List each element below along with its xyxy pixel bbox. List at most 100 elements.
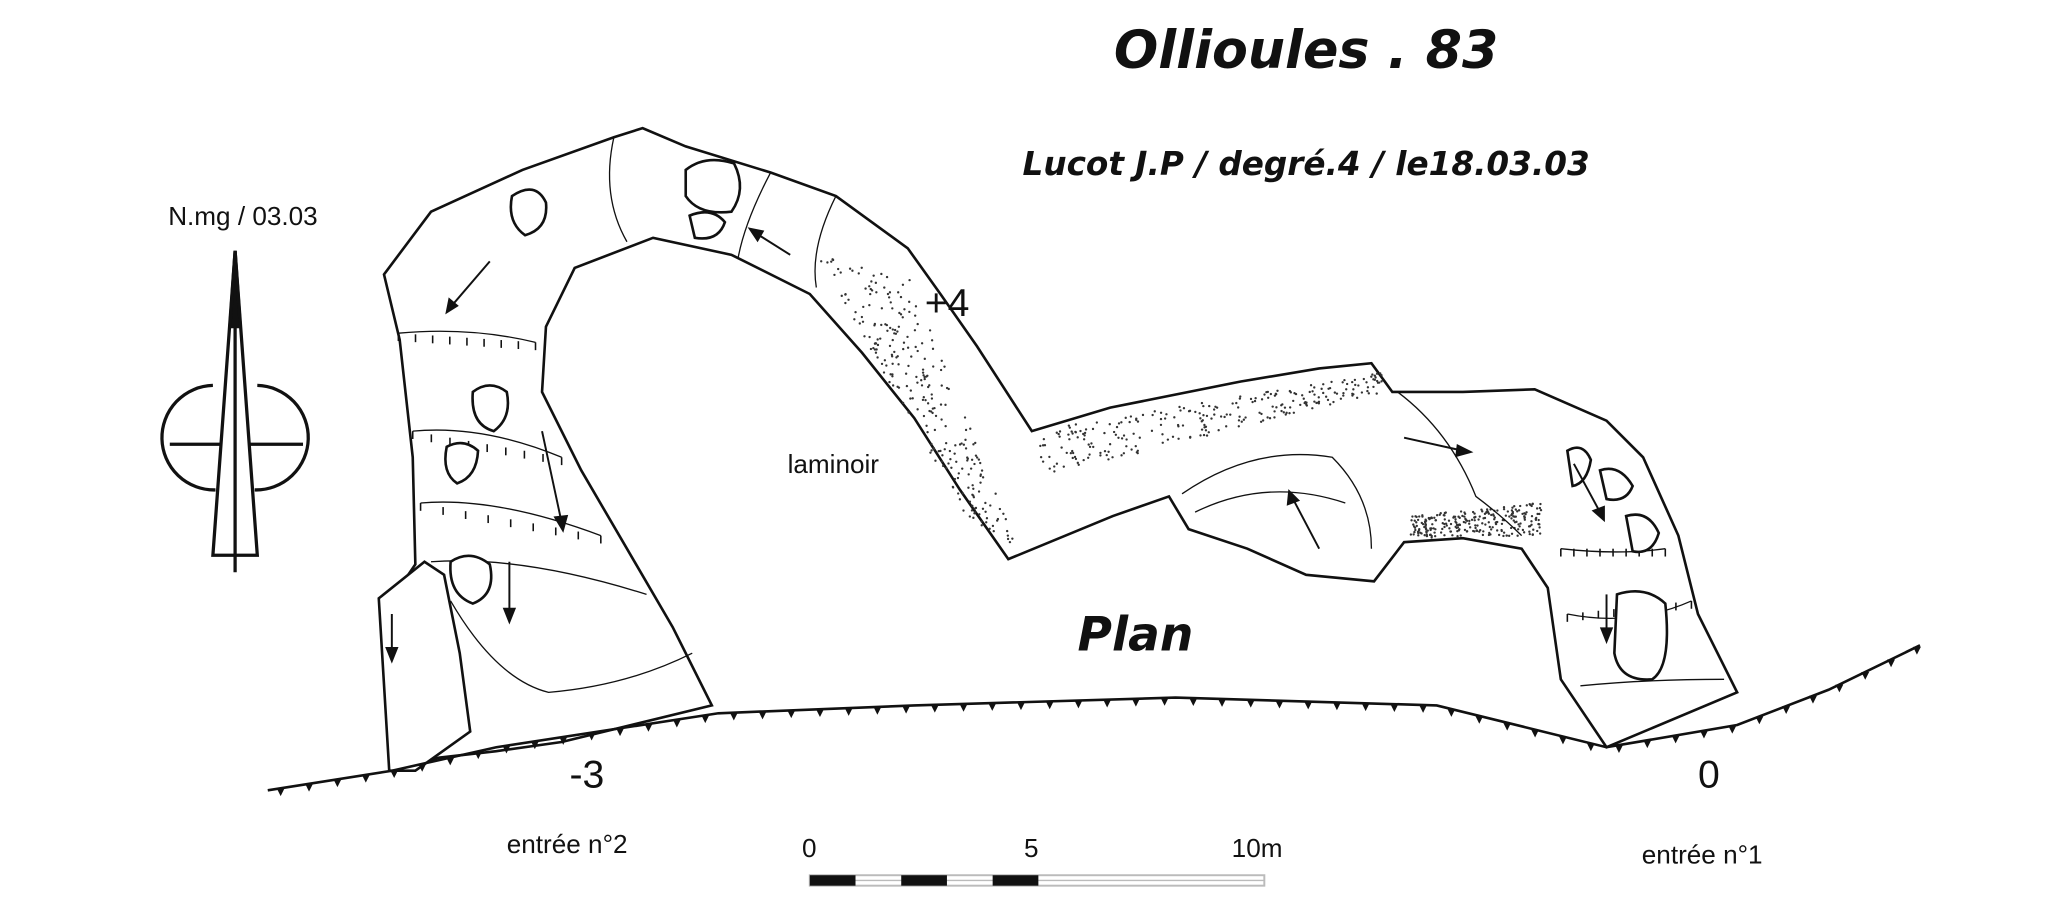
stipple-dot <box>934 459 937 462</box>
stipple-dot <box>1082 458 1085 462</box>
stipple-dot <box>1198 412 1201 415</box>
stipple-dot <box>862 305 865 309</box>
stipple-dot <box>977 490 981 493</box>
stipple-dot <box>1292 399 1295 403</box>
stipple-dot <box>1205 414 1209 418</box>
stipple-dot <box>1539 502 1542 506</box>
stipple-dot <box>1494 521 1497 524</box>
stipple-dot <box>1527 525 1531 528</box>
stipple-dot <box>980 469 984 472</box>
ground-tick <box>502 745 511 754</box>
stipple-dot <box>1474 524 1477 527</box>
stipple-dot <box>1309 384 1313 387</box>
stipple-dot <box>972 516 975 520</box>
stipple-dot <box>1276 389 1279 392</box>
stipple-dot <box>922 396 925 399</box>
stipple-dot <box>1269 392 1273 396</box>
stipple-dot <box>1159 417 1163 421</box>
stipple-dot <box>1416 518 1420 522</box>
stipple-dot <box>1444 511 1447 514</box>
stipple-dot <box>1367 392 1370 395</box>
stipple-dot <box>1260 412 1263 416</box>
stipple-dot <box>931 407 935 410</box>
stipple-dot <box>1225 425 1228 428</box>
stipple-dot <box>1530 514 1534 518</box>
ground-tick <box>672 719 681 728</box>
stipple-dot <box>1519 504 1522 508</box>
stipple-dot <box>1497 533 1501 537</box>
stipple-dot <box>870 280 873 283</box>
stipple-dot <box>875 291 878 294</box>
stipple-dot <box>860 315 864 319</box>
stipple-dot <box>1475 529 1478 532</box>
stipple-dot <box>1456 535 1459 538</box>
stipple-dot <box>962 509 965 512</box>
stipple-dot <box>1237 419 1241 422</box>
stipple-dot <box>1372 378 1375 381</box>
stipple-dot <box>1125 445 1128 448</box>
stipple-dot <box>970 509 974 512</box>
stipple-dot <box>885 275 889 279</box>
stipple-dot <box>1380 380 1383 383</box>
stipple-dot <box>1482 530 1485 533</box>
stipple-dot <box>876 343 880 347</box>
stipple-dot <box>1117 436 1120 439</box>
stipple-dot <box>1120 421 1123 424</box>
stipple-dot <box>1449 530 1452 533</box>
ground-tick <box>305 783 313 792</box>
stipple-dot <box>1288 406 1292 409</box>
stipple-dot <box>1242 418 1246 421</box>
stipple-dot <box>1165 413 1168 416</box>
stipple-dot <box>1124 416 1127 420</box>
stipple-dot <box>1354 383 1357 387</box>
stipple-dot <box>1330 380 1333 384</box>
stipple-dot <box>1091 427 1095 431</box>
sediment-stipple <box>820 258 1543 544</box>
stipple-dot <box>1424 523 1427 527</box>
stipple-dot <box>970 458 974 461</box>
stipple-dot <box>1313 386 1316 389</box>
stipple-dot <box>1379 372 1382 375</box>
stipple-dot <box>1187 410 1191 413</box>
stipple-dot <box>1136 420 1140 423</box>
stipple-dot <box>1502 507 1506 511</box>
stipple-dot <box>1415 515 1418 519</box>
stipple-dot <box>1266 416 1269 419</box>
stipple-dot <box>921 368 925 371</box>
stipple-dot <box>1263 393 1266 396</box>
stipple-dot <box>1500 522 1504 526</box>
stipple-dot <box>1065 451 1068 455</box>
stipple-dot <box>1352 393 1355 396</box>
stipple-dot <box>1517 528 1520 531</box>
stipple-dot <box>1411 515 1414 518</box>
stipple-dot <box>1322 383 1325 386</box>
stipple-dot <box>1053 465 1056 468</box>
stipple-dot <box>1251 400 1254 404</box>
stipple-dot <box>916 322 919 326</box>
stipple-dot <box>989 504 992 507</box>
stipple-dot <box>1357 384 1360 387</box>
stipple-dot <box>1463 511 1466 514</box>
stipple-dot <box>930 393 933 396</box>
stipple-dot <box>1360 391 1364 394</box>
stipple-dot <box>1534 518 1538 522</box>
stipple-dot <box>1073 455 1077 459</box>
stipple-dot <box>1328 386 1332 390</box>
stipple-dot <box>888 291 892 294</box>
stipple-dot <box>1415 524 1418 528</box>
stipple-dot <box>1200 401 1204 405</box>
stipple-dot <box>1070 430 1073 433</box>
stipple-dot <box>974 454 978 457</box>
stipple-dot <box>929 410 933 413</box>
stipple-dot <box>972 443 975 446</box>
stipple-dot <box>1280 409 1283 413</box>
stipple-dot <box>1308 390 1311 394</box>
stipple-dot <box>1107 458 1110 461</box>
ground-tick <box>616 728 624 737</box>
stipple-dot <box>847 298 850 301</box>
stipple-dot <box>1471 510 1475 514</box>
stipple-dot <box>930 449 933 452</box>
stipple-dot <box>1117 422 1121 425</box>
stipple-dot <box>1443 522 1446 526</box>
stipple-dot <box>963 416 967 419</box>
